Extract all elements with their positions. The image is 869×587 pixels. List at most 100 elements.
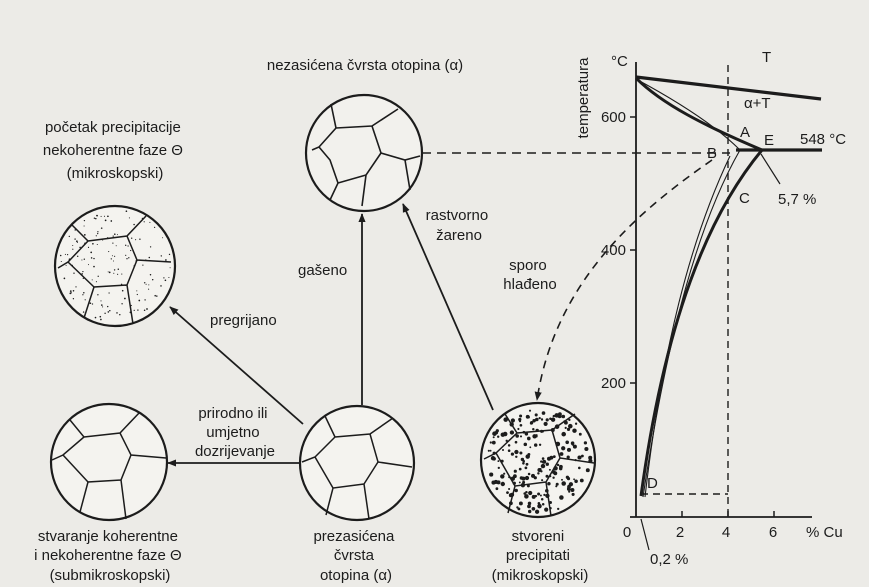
precipitate-dot (92, 279, 93, 280)
precipitate-dot (92, 303, 93, 304)
precipitate-dot (539, 444, 541, 446)
precipitate-dot (556, 442, 559, 445)
precipitate-dot (108, 251, 109, 252)
precipitate-dot (100, 319, 102, 321)
precipitate-dot (113, 261, 114, 262)
label-supersaturated-solution: prezasićena čvrsta otopina (α) (313, 528, 398, 584)
precipitate-dot (145, 259, 147, 261)
precipitate-dot (97, 215, 98, 216)
precipitate-dot (91, 257, 93, 259)
precipitate-dot (150, 274, 151, 275)
precipitate-dot (70, 292, 71, 293)
precipitate-dot (76, 240, 78, 242)
precipitate-dot (508, 449, 511, 452)
precipitate-dot (121, 284, 122, 285)
precipitate-dot (72, 245, 73, 246)
precipitate-dot (113, 235, 114, 236)
precipitate-dot (111, 258, 112, 259)
x-tick-label-2: 2 (676, 524, 684, 541)
precipitate-dot (549, 469, 551, 471)
precipitate-dot (169, 254, 170, 255)
precipitate-dot (554, 413, 559, 418)
precipitate-dot (100, 300, 101, 301)
precipitate-dot (125, 255, 126, 256)
precipitate-dot (107, 306, 108, 307)
x-tick-label-4: 4 (722, 524, 730, 541)
precipitate-dot (138, 300, 140, 302)
precipitate-dot (88, 264, 89, 265)
precipitate-dot (541, 464, 545, 468)
precipitate-dot (515, 441, 518, 444)
label-formed-precipitates: stvoreni precipitati (mikroskopski) (492, 528, 589, 584)
precipitate-dot (108, 311, 110, 313)
precipitate-dot (170, 267, 171, 268)
precipitate-dot (83, 311, 84, 312)
precipitate-dot (542, 411, 546, 415)
precipitate-dot (586, 468, 590, 472)
precipitate-dot (114, 233, 116, 235)
precipitate-dot (101, 227, 103, 229)
precipitate-dot (521, 477, 525, 481)
precipitate-dot (75, 286, 76, 287)
precipitate-dot (535, 434, 537, 436)
precipitate-dot (537, 472, 539, 474)
precipitate-dot (84, 259, 85, 260)
precipitate-dot (82, 271, 83, 272)
precipitate-dot (532, 495, 536, 499)
precipitate-dot (160, 285, 162, 287)
precipitate-dot (67, 254, 68, 255)
circle-supersaturated-solution (300, 406, 414, 520)
precipitate-dot (121, 303, 122, 304)
precipitate-dot (495, 431, 498, 434)
precipitate-dot (144, 310, 146, 312)
precipitate-dot (535, 418, 539, 422)
precipitate-dot (519, 468, 522, 471)
label-precipitation-start: početak precipitacije nekoherentne faze … (43, 119, 187, 182)
circle-coherent-phase (51, 404, 167, 520)
precipitate-dot (552, 477, 554, 479)
label-overheated: pregrijano (210, 312, 277, 329)
precipitate-dot (542, 460, 545, 463)
precipitate-dot (150, 246, 151, 247)
precipitate-dot (519, 420, 521, 422)
precipitate-dot (90, 252, 92, 254)
precipitate-dot (137, 309, 138, 310)
precipitate-dot (541, 498, 544, 501)
precipitate-dot (144, 299, 145, 300)
precipitate-dot (84, 243, 86, 245)
precipitate-dot (489, 473, 493, 477)
precipitate-dot (494, 480, 498, 484)
precipitate-dot (541, 479, 543, 481)
precipitate-dot (93, 266, 95, 268)
precipitate-dot (493, 436, 495, 438)
precipitate-dot (131, 238, 132, 239)
precipitate-dot (125, 245, 126, 246)
precipitate-dot (510, 430, 514, 434)
precipitate-dot (545, 494, 549, 498)
precipitate-dot (520, 424, 523, 427)
precipitate-dot (154, 295, 156, 297)
precipitate-dot (84, 220, 85, 221)
precipitate-dot (525, 467, 528, 470)
precipitate-dot (574, 480, 578, 484)
point-D: D (647, 475, 658, 492)
precipitate-dot (146, 308, 148, 310)
precipitate-dot (117, 234, 118, 235)
precipitate-dot (572, 443, 574, 445)
precipitate-dot (540, 470, 542, 472)
precipitate-dot (94, 218, 95, 219)
precipitate-dot (506, 491, 509, 494)
precipitate-dot (497, 460, 499, 462)
precipitate-dot (549, 417, 552, 420)
precipitate-dot (579, 433, 582, 436)
precipitate-dot (69, 258, 71, 260)
precipitate-dot (488, 450, 490, 452)
precipitate-dot (135, 239, 136, 240)
precipitate-dot (497, 436, 499, 438)
precipitate-dot (531, 474, 535, 478)
precipitate-dot (72, 249, 73, 250)
precipitate-dot (513, 474, 517, 478)
precipitate-dot (74, 238, 75, 239)
precipitate-dot (567, 485, 570, 488)
